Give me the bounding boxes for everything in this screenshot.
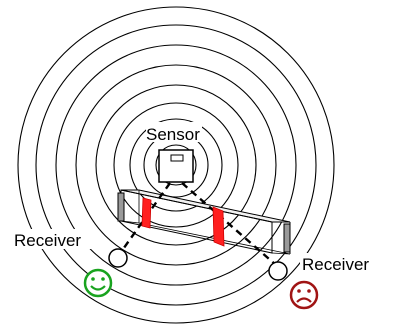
obstacle-right (213, 207, 224, 246)
barrier-end-right (284, 224, 290, 252)
receiver-right-icon (269, 262, 287, 280)
sensor-icon (159, 150, 193, 182)
receiver-left-icon (109, 249, 127, 267)
receiver-left-label: Receiver (14, 231, 81, 250)
receiver-right-label: Receiver (302, 255, 369, 274)
happy-face-icon (85, 270, 111, 296)
sad-face-icon (291, 282, 317, 308)
barrier-end-left (118, 193, 124, 221)
sensor-label: Sensor (146, 125, 200, 144)
obstacle-left (142, 198, 151, 228)
